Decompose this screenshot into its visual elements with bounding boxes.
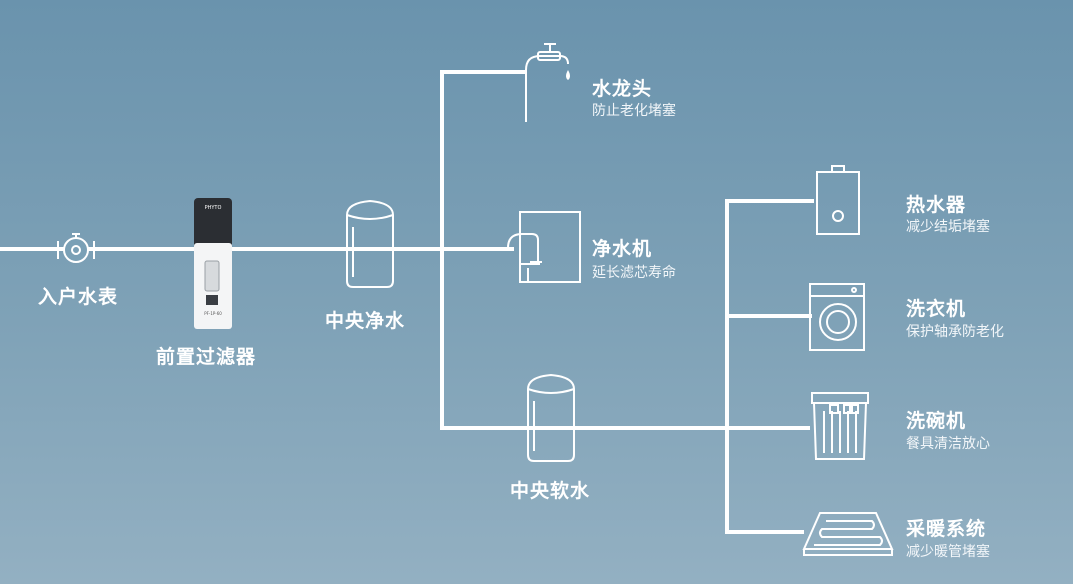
central-softener-icon [527,373,575,462]
outlet-title-dishwasher: 洗碗机 [906,410,967,432]
water-purifier-icon [507,211,581,283]
floor-heating-icon [802,512,894,556]
water-heater-icon [816,165,860,235]
prefilter-icon: PHYTO PF-1P-60 [194,198,232,329]
meter-label: 入户水表 [38,286,119,308]
outlet-desc-heater: 减少结垢堵塞 [906,219,990,235]
outlet-desc-dishwasher: 餐具清洁放心 [906,436,990,452]
outlet-desc-purifier: 延长滤芯寿命 [592,265,676,281]
outlet-desc-washer: 保护轴承防老化 [906,324,1004,340]
dishwasher-icon [811,392,869,460]
central-purifier-icon [346,199,394,288]
outlet-title-heating: 采暖系统 [906,518,987,540]
central-purifier-label: 中央净水 [325,310,406,332]
faucet-icon [525,43,570,122]
outlet-title-washer: 洗衣机 [906,298,967,320]
water-meter-icon [57,233,95,263]
prefilter-brand: PHYTO [205,205,222,211]
prefilter-label: 前置过滤器 [156,346,257,368]
prefilter-code: PF-1P-60 [204,311,222,316]
outlet-desc-faucet: 防止老化堵塞 [592,103,676,119]
central-softener-label: 中央软水 [510,480,591,502]
outlet-title-faucet: 水龙头 [592,78,653,100]
outlet-desc-heating: 减少暖管堵塞 [906,544,990,560]
outlet-title-purifier: 净水机 [592,238,653,260]
outlet-title-heater: 热水器 [906,194,967,216]
washing-machine-icon [809,283,865,351]
